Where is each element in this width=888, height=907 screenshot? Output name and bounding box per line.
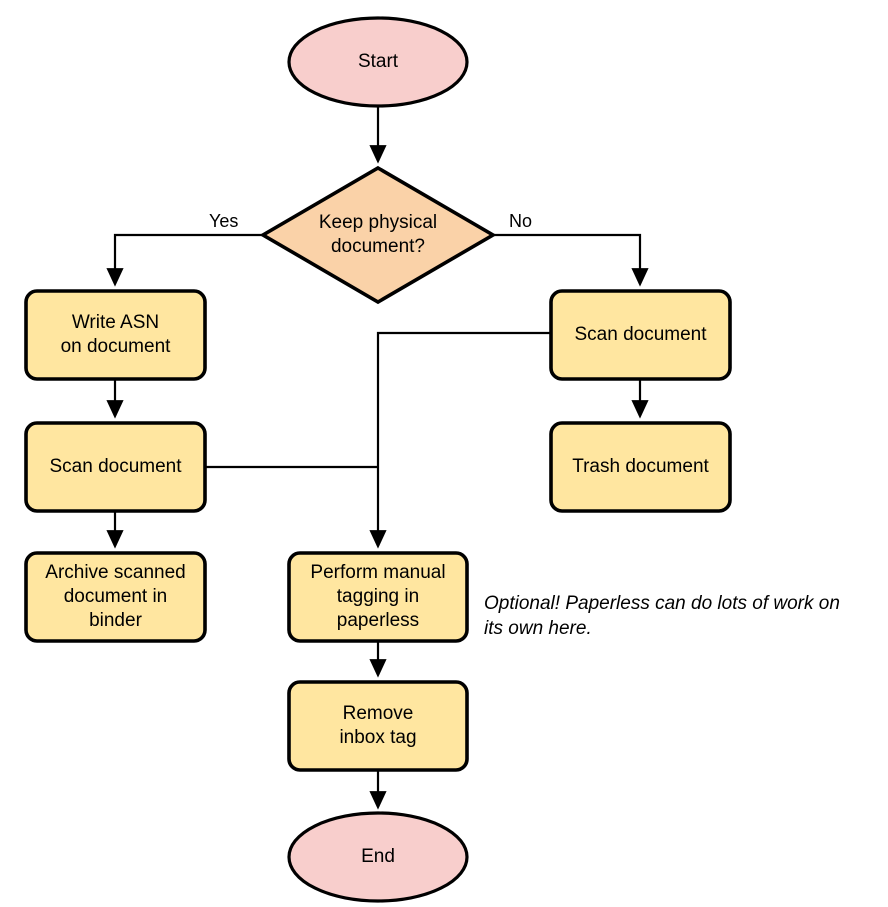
edge-decision-to-write-asn: [106, 233, 263, 287]
edge-decision-to-scan-document-right: [493, 233, 649, 287]
node-scan-document-right-shape[interactable]: [549, 289, 732, 381]
node-keep-physical-document-shape[interactable]: [259, 165, 497, 305]
edge-scan-document-right-to-manual-tagging: [369, 331, 551, 549]
node-start-shape[interactable]: [287, 16, 469, 108]
node-end-shape[interactable]: [287, 811, 469, 903]
node-scan-document-left-shape[interactable]: [24, 421, 207, 513]
node-archive-scanned-document-in-binder-shape[interactable]: [24, 551, 207, 643]
node-write-asn-on-document-shape[interactable]: [24, 289, 207, 381]
node-trash-document-shape[interactable]: [549, 421, 732, 513]
optional-note-annotation: Optional! Paperless can do lots of work …: [484, 593, 840, 639]
node-remove-inbox-tag-shape[interactable]: [287, 680, 469, 772]
node-perform-manual-tagging-in-paperless-shape[interactable]: [287, 551, 469, 643]
edge-label-yes: Yes: [209, 211, 239, 231]
edge-label-no: No: [509, 211, 533, 231]
